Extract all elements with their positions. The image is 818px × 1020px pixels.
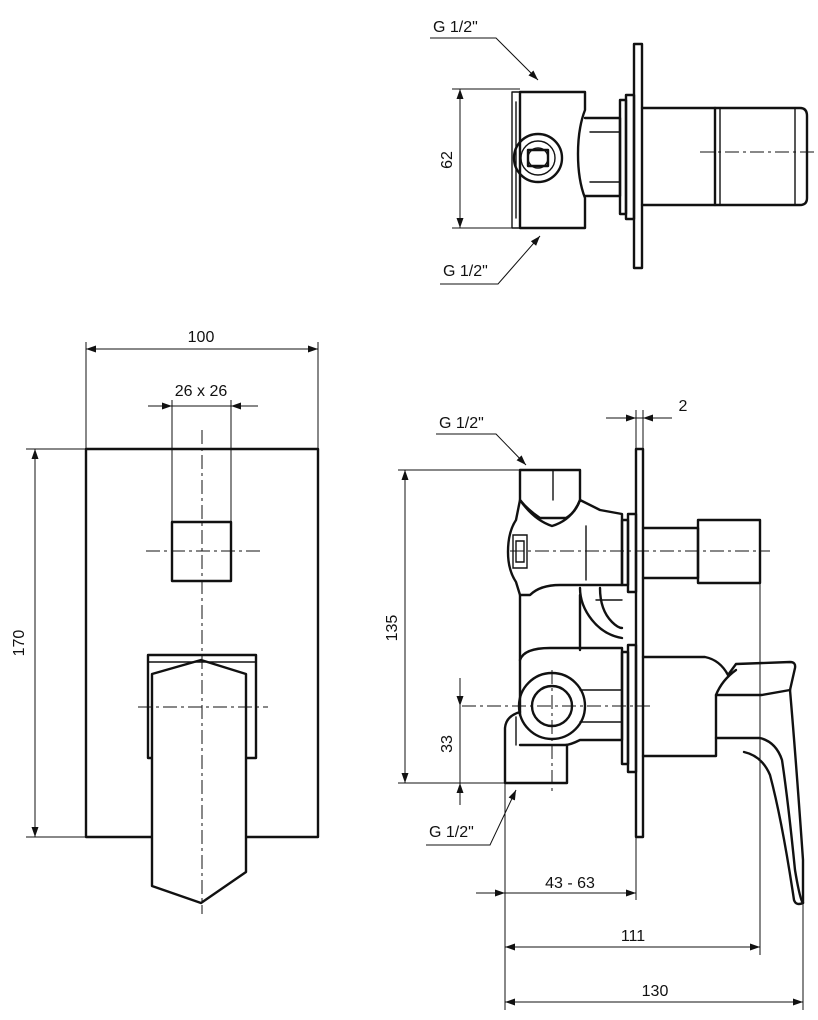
side-height-label: 135 [384,615,401,642]
top-thread-upper-label: G 1/2" [433,19,478,36]
side-view: 2 135 33 G 1/2" G 1/2" 43 - 63 111 130 [384,398,805,1010]
side-thread-bottom-label: G 1/2" [429,824,474,841]
front-height-label: 170 [11,630,28,657]
side-plate-label: 2 [679,398,688,415]
top-thread-lower-label: G 1/2" [443,263,488,280]
side-depth-body-label: 111 [621,928,645,945]
front-square-label: 26 x 26 [175,383,228,400]
side-thread-top-label: G 1/2" [439,415,484,432]
side-outlet-label: 33 [439,735,456,753]
front-view: 100 26 x 26 170 [11,329,320,914]
side-depth-total-label: 130 [642,983,669,1000]
top-height-label: 62 [439,151,456,169]
side-depth-range-label: 43 - 63 [545,875,595,892]
front-width-label: 100 [188,329,215,346]
top-view: 62 G 1/2" G 1/2" [430,19,815,285]
